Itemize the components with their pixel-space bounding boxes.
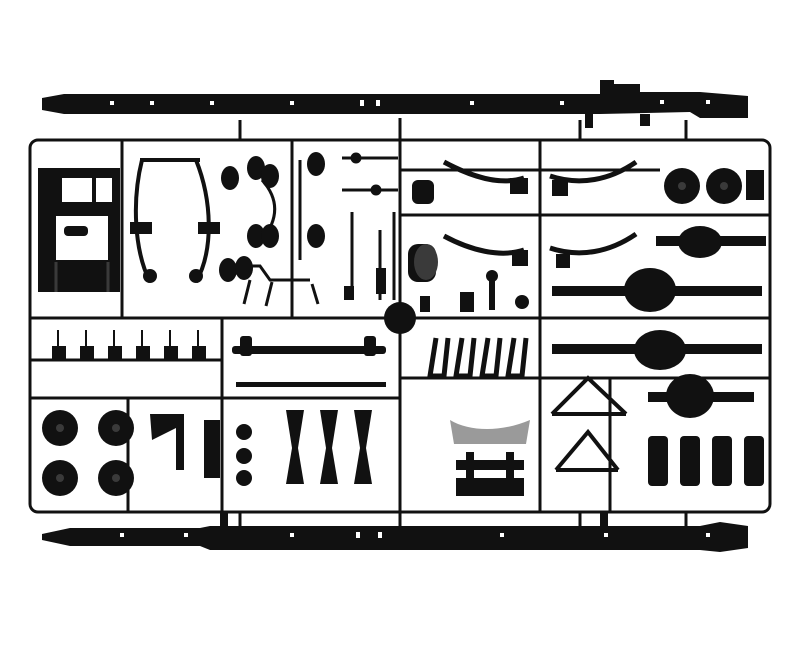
suspension-arch-parts: [550, 375, 628, 472]
yoke-parts: [427, 337, 529, 379]
crossmember-parts: [286, 410, 372, 484]
knob-parts: [420, 270, 529, 312]
bracket-parts: [442, 159, 638, 268]
long-bar-part: [232, 336, 386, 387]
small-block-gates: [57, 330, 199, 346]
steering-bracket-parts: [150, 414, 252, 486]
gearbox-part: [384, 180, 438, 334]
lever-parts: [342, 152, 398, 300]
top-chassis-rail: [42, 80, 748, 128]
brake-drum-parts: [664, 168, 764, 204]
bottom-chassis-rail: [42, 512, 748, 552]
seat-panel-part: [450, 420, 530, 496]
axle-housing-parts: [552, 226, 766, 418]
roller-parts: [219, 152, 325, 282]
axle-bar-parts: [230, 160, 320, 307]
small-block-parts: [52, 346, 206, 360]
spring-frame-part: [130, 158, 220, 283]
wheel-parts: [42, 410, 134, 496]
cab-frame-part: [38, 168, 120, 292]
shock-absorber-parts: [648, 436, 764, 486]
